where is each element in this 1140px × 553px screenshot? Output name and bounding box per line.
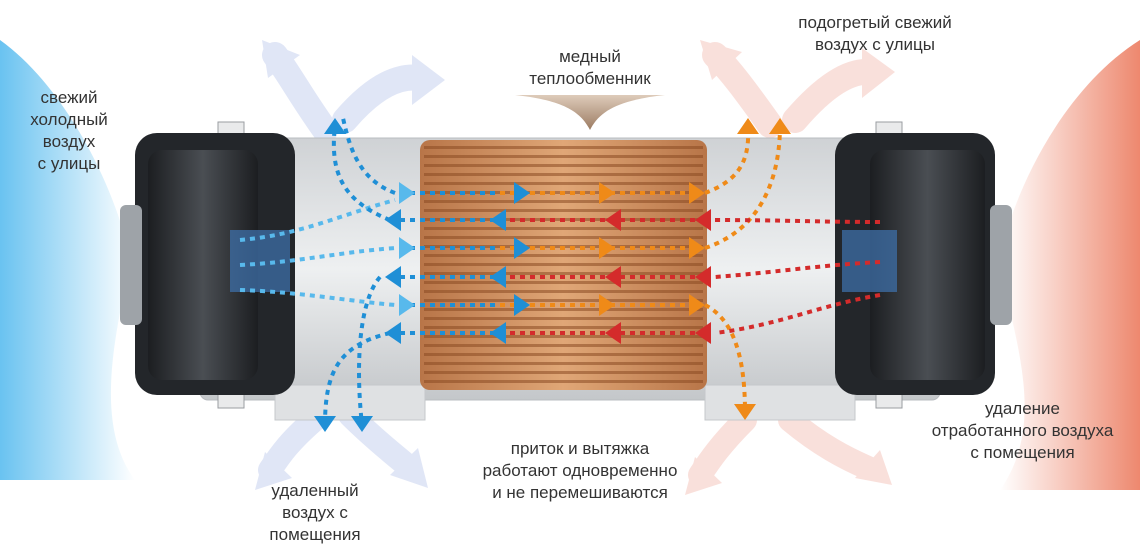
exchanger-fin (424, 326, 703, 329)
cold-arrowhead (385, 266, 401, 288)
cold-arrowhead (385, 322, 401, 344)
exchanger-fin (424, 173, 703, 176)
hot-arrowhead (695, 266, 711, 288)
cold-exhaust-line (357, 275, 382, 426)
cold-air-plume-left (0, 40, 135, 480)
cold-arrowhead (399, 182, 415, 204)
warm-supply-line (704, 124, 751, 195)
warm-arrowhead (737, 118, 759, 134)
hot-arrowhead (605, 209, 621, 231)
exchanger-fin (424, 299, 703, 302)
cold-arrowhead (514, 237, 530, 259)
hot-arrowhead (695, 209, 711, 231)
exchanger-fin (424, 344, 703, 347)
cold-arrowhead (324, 118, 346, 134)
hot-extract-line (714, 260, 881, 279)
exchanger-fin (424, 335, 703, 338)
exchanger-fin (424, 308, 703, 311)
warm-arrowhead (689, 237, 705, 259)
hot-extract-line (714, 218, 881, 224)
copper-label-pointer (515, 95, 665, 130)
exchanger-fin (424, 371, 703, 374)
hot-arrowhead (605, 322, 621, 344)
warm-supply-line (704, 303, 747, 413)
warm-arrowhead (769, 118, 791, 134)
exchanger-fin (424, 353, 703, 356)
upper-flow-arrows-blue (262, 40, 445, 143)
exchanger-fin (424, 281, 703, 284)
cold-arrowhead (314, 416, 336, 432)
exchanger-fin (424, 254, 703, 257)
cold-arrowhead (490, 209, 506, 231)
exchanger-fin (424, 155, 703, 158)
hot-arrowhead (695, 322, 711, 344)
warm-arrowhead (734, 404, 756, 420)
warm-arrowhead (599, 237, 615, 259)
exchanger-fin (424, 200, 703, 203)
exchanger-fin (424, 182, 703, 185)
warm-arrowhead (689, 294, 705, 316)
lower-duct-right (704, 384, 856, 421)
cold-arrowhead (399, 294, 415, 316)
hot-extract-line (714, 293, 881, 335)
exchanger-fin (424, 146, 703, 149)
cold-arrowhead (351, 416, 373, 432)
hot-arrowhead (605, 266, 621, 288)
warm-arrowhead (599, 182, 615, 204)
cold-arrowhead (514, 182, 530, 204)
fan-right (835, 133, 1012, 395)
cold-arrowhead (514, 294, 530, 316)
cold-intake-line (239, 198, 396, 242)
cold-arrowhead (490, 266, 506, 288)
exchanger-fin (424, 209, 703, 212)
exchanger-fin (424, 164, 703, 167)
exchanger-fin (424, 263, 703, 266)
exchanger-fin (424, 236, 703, 239)
exchanger-fin (424, 317, 703, 320)
exchanger-fin (424, 362, 703, 365)
warm-air-plume-right (1000, 40, 1140, 490)
upper-flow-arrows-red (700, 40, 895, 138)
cold-exhaust-line (323, 331, 391, 426)
exchanger-fin (424, 380, 703, 383)
cold-arrowhead (385, 209, 401, 231)
cold-arrowhead (399, 237, 415, 259)
warm-arrowhead (599, 294, 615, 316)
warm-arrowhead (689, 182, 705, 204)
cold-exhaust-line (341, 117, 396, 195)
cold-exhaust-line (331, 124, 391, 222)
air-flow-paths (239, 117, 881, 432)
lower-flow-arrows-red (685, 408, 892, 495)
exchanger-fin (424, 272, 703, 275)
lower-duct-left (274, 384, 426, 421)
exchanger-fin (424, 227, 703, 230)
fan-left (120, 133, 295, 395)
cold-arrowhead (490, 322, 506, 344)
exchanger-fin (424, 290, 703, 293)
